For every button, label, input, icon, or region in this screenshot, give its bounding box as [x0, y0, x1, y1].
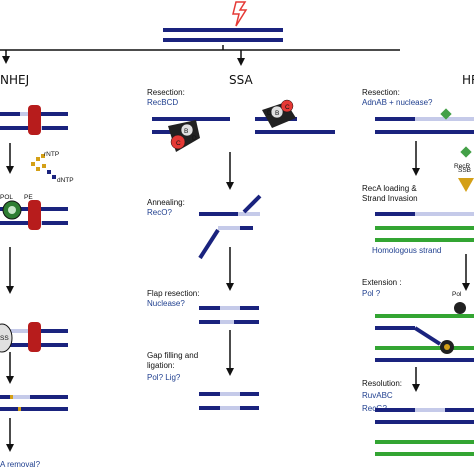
ligase-label: SS: [0, 335, 9, 342]
pol-label: POL: [0, 194, 13, 201]
recr-protein: [458, 178, 474, 192]
hr-column: Resection: AdnAB + nuclease? SSB RecA lo…: [362, 88, 474, 456]
ssa-flap-title: Flap resection:: [147, 289, 199, 298]
svg-text:C: C: [176, 140, 181, 147]
hr-resolution-text2: RecG?: [362, 404, 387, 413]
ssb-label: SSB: [458, 167, 471, 174]
hr-extension-text: Pol ?: [362, 289, 381, 298]
ntp-squares: [31, 154, 56, 179]
dntp-label: dNTP: [57, 177, 74, 184]
ssa-title: SSA: [229, 73, 253, 87]
hr-resolution-title: Resolution:: [362, 379, 402, 388]
ssa-gap-text: Pol? Lig?: [147, 373, 181, 382]
hr-resolution-text1: RuvABC: [362, 391, 393, 400]
ku-protein-3: [28, 322, 41, 352]
hr-title: HR: [462, 73, 474, 87]
svg-text:D: D: [192, 135, 197, 142]
branch-lines: [0, 45, 400, 66]
ssa-resection-title: Resection:: [147, 88, 185, 97]
hr-resection-text: AdnAB + nuclease?: [362, 98, 433, 107]
top-dsb: [163, 1, 283, 42]
ligase-enzyme: [0, 323, 13, 353]
ku-protein-2: [28, 200, 41, 230]
pe-label: PE: [24, 194, 33, 201]
svg-text:B: B: [184, 128, 188, 135]
svg-text:D: D: [267, 110, 272, 117]
ssa-annealing-text: RecO?: [147, 208, 172, 217]
ssa-gap-title1: Gap filling and: [147, 351, 198, 360]
nhej-bottom-text: A removal?: [0, 460, 41, 469]
hr-loading-title2: Strand Invasion: [362, 194, 418, 203]
recbcd-right: D C B: [262, 99, 296, 128]
hr-extension-title: Extension :: [362, 278, 402, 287]
nhej-column: rNTP dNTP POL PE SS A removal?: [0, 105, 74, 469]
svg-text:C: C: [285, 104, 290, 111]
lightning-icon: [232, 1, 248, 27]
hr-pol-label: Pol: [452, 291, 462, 298]
ssa-gap-title2: ligation:: [147, 361, 175, 370]
ku-protein: [28, 105, 41, 135]
ssa-column: Resection: RecBCD B C D D C B Annealing:…: [147, 88, 335, 410]
homologous-label: Homologous strand: [372, 246, 441, 255]
ssa-flap-text: Nuclease?: [147, 299, 185, 308]
svg-text:B: B: [275, 110, 279, 117]
recbcd-left: B C D: [168, 120, 200, 152]
ssa-resection-text: RecBCD: [147, 98, 178, 107]
hr-loading-title1: RecA loading &: [362, 184, 417, 193]
recr-label: RecR: [454, 163, 471, 170]
ssa-annealing-title: Annealing:: [147, 198, 185, 207]
hr-resection-title: Resection:: [362, 88, 400, 97]
rntp-label: rNTP: [44, 151, 59, 158]
nhej-title: NHEJ: [0, 73, 29, 87]
